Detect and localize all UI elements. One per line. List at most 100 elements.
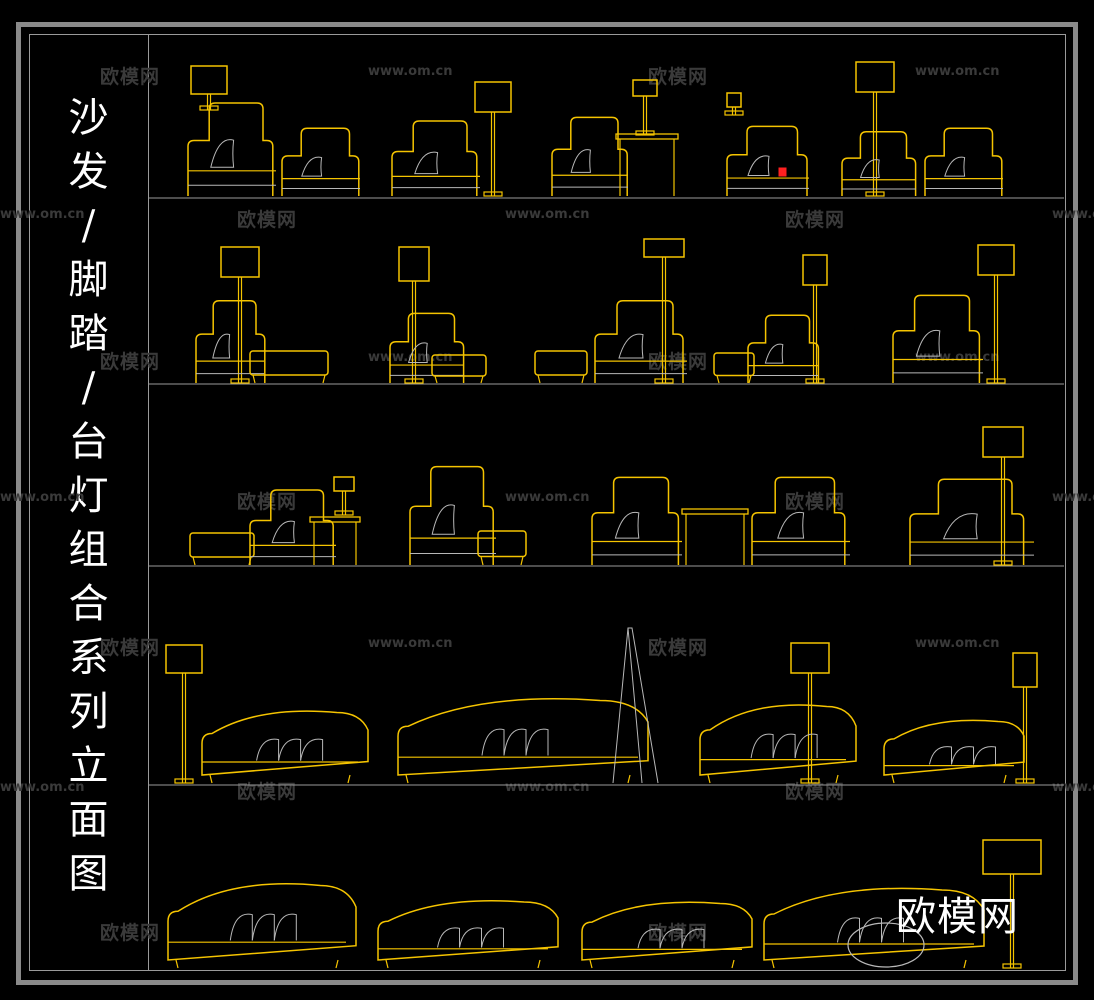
cushion — [929, 746, 952, 765]
watermark-brand: 欧模网 — [100, 351, 161, 373]
lamp — [724, 92, 744, 116]
ottoman-leg — [322, 374, 326, 384]
lamp — [982, 839, 1042, 969]
lamp-base — [800, 778, 820, 784]
ottoman-leg — [480, 556, 484, 566]
chair-outline — [747, 314, 820, 383]
chair-outline — [391, 120, 478, 196]
sofa-leg — [385, 959, 389, 969]
watermark-url: www.om.cn — [505, 780, 590, 795]
ottoman — [477, 530, 527, 566]
lamp-base — [334, 510, 354, 516]
lamp-shade — [398, 246, 430, 282]
armchair — [594, 300, 687, 383]
cushion — [944, 156, 966, 177]
title-character: 面 — [68, 797, 109, 843]
watermark-brand: 欧模网 — [100, 66, 161, 88]
cushion — [229, 913, 253, 941]
title-character: 组 — [68, 527, 109, 573]
lamp — [474, 81, 512, 197]
chaise-sofa — [763, 887, 985, 969]
armchair — [892, 294, 983, 383]
watermark-url: www.om.cn — [915, 64, 1000, 79]
lamp-shade — [474, 81, 512, 113]
chair-outline — [924, 127, 1003, 196]
chair-outline — [409, 465, 494, 565]
lamp — [643, 238, 685, 384]
cushion — [614, 511, 640, 539]
watermark-brand: 欧模网 — [100, 922, 161, 944]
ottoman-leg — [252, 374, 256, 384]
lamp-base — [1002, 963, 1022, 969]
drawing-frame-outer — [16, 22, 1078, 985]
cushion — [750, 733, 774, 759]
lamp-base — [230, 378, 250, 384]
watermark-brand: 欧模网 — [237, 781, 298, 803]
lamp-shade — [190, 65, 228, 95]
sofa-leg — [209, 774, 213, 784]
ottoman — [249, 350, 329, 384]
cushion — [278, 738, 302, 761]
ottoman-body — [534, 350, 588, 376]
title-character: 立 — [68, 743, 109, 789]
cushion — [437, 927, 460, 948]
table-top — [309, 516, 361, 523]
cushion — [637, 928, 661, 949]
watermark-url: www.om.cn — [0, 207, 85, 222]
ottoman-leg — [716, 375, 720, 384]
cushion — [951, 746, 974, 765]
sofa-leg — [731, 959, 735, 969]
watermark-brand: 欧模网 — [785, 781, 846, 803]
title-character: 图 — [68, 851, 109, 897]
cushion — [859, 917, 882, 943]
cushion — [503, 728, 527, 756]
title-character: 灯 — [68, 473, 109, 519]
cushion — [764, 343, 784, 364]
chaise-sofa — [201, 710, 369, 784]
lamp — [982, 426, 1024, 566]
ottoman-leg — [192, 556, 196, 566]
ottoman-body — [713, 352, 755, 377]
watermark-url: www.om.cn — [915, 350, 1000, 365]
sofa-outline — [699, 704, 857, 776]
lamp-shade — [802, 254, 828, 286]
cushion — [618, 333, 644, 359]
sofa-leg — [335, 959, 339, 969]
sofa-leg — [891, 774, 895, 784]
armchair — [591, 476, 682, 565]
armchair — [924, 127, 1003, 196]
cushion — [212, 333, 231, 359]
chaise-sofa — [699, 704, 857, 784]
title-character: / — [81, 365, 96, 411]
sofa-leg — [835, 774, 839, 784]
sofa-leg — [771, 959, 775, 969]
lamp-base — [993, 560, 1013, 566]
cushion — [777, 511, 805, 539]
brand-logo: 欧模网 — [896, 894, 1019, 940]
watermark-url: www.om.cn — [1052, 490, 1094, 505]
armchair — [281, 127, 360, 196]
chair-outline — [281, 127, 360, 196]
cushion — [256, 738, 280, 761]
armchair — [195, 300, 266, 383]
title-character: 踏 — [68, 311, 109, 357]
cushion — [772, 733, 796, 759]
sofa-outline — [397, 698, 649, 776]
sofa-outline — [377, 900, 559, 961]
cushion — [251, 913, 275, 941]
cushion — [431, 504, 455, 535]
ottoman — [189, 532, 255, 566]
cushion — [481, 728, 505, 756]
lamp — [802, 254, 828, 384]
lamp-base — [404, 378, 424, 384]
armchair — [249, 489, 336, 565]
lamp-shade — [632, 79, 658, 97]
tripod-lamp-legs — [612, 627, 659, 784]
watermark-brand: 欧模网 — [785, 491, 846, 513]
ottoman-body — [477, 530, 527, 558]
ottoman-body — [189, 532, 255, 558]
watermark-brand: 欧模网 — [785, 209, 846, 231]
cushion — [942, 513, 978, 540]
watermark-url: www.om.cn — [368, 64, 453, 79]
cushion — [881, 917, 904, 943]
